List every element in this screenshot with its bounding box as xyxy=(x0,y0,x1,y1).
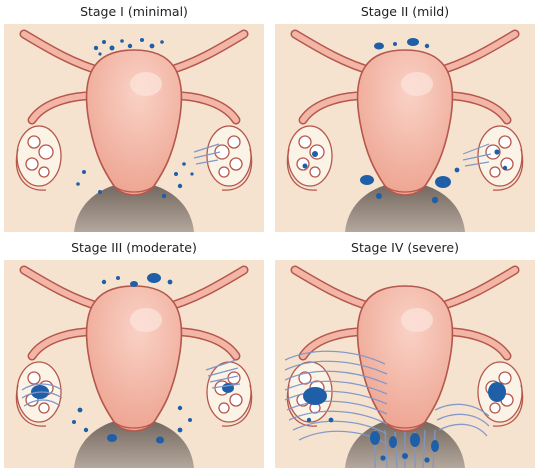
stage-2-adhesions xyxy=(462,143,492,167)
stage-3-title: Stage III (moderate) xyxy=(71,240,197,255)
stage-1-illustration xyxy=(4,24,264,232)
stage-3-illustration xyxy=(4,260,264,468)
stage-1-title: Stage I (minimal) xyxy=(80,4,188,19)
stage-1-lesions xyxy=(76,38,194,199)
stage-2-lesions xyxy=(302,38,508,204)
stage-3-adhesions xyxy=(21,359,241,407)
stage-4-title: Stage IV (severe) xyxy=(351,240,459,255)
stage-1-adhesions xyxy=(193,143,221,165)
stage-4-lesions xyxy=(303,382,506,463)
stage-2-title: Stage II (mild) xyxy=(360,4,450,19)
stage-4-adhesions xyxy=(284,350,490,468)
stage-4-illustration xyxy=(275,260,535,468)
stage-2-illustration xyxy=(275,24,535,232)
stage-3-lesions xyxy=(31,273,234,444)
